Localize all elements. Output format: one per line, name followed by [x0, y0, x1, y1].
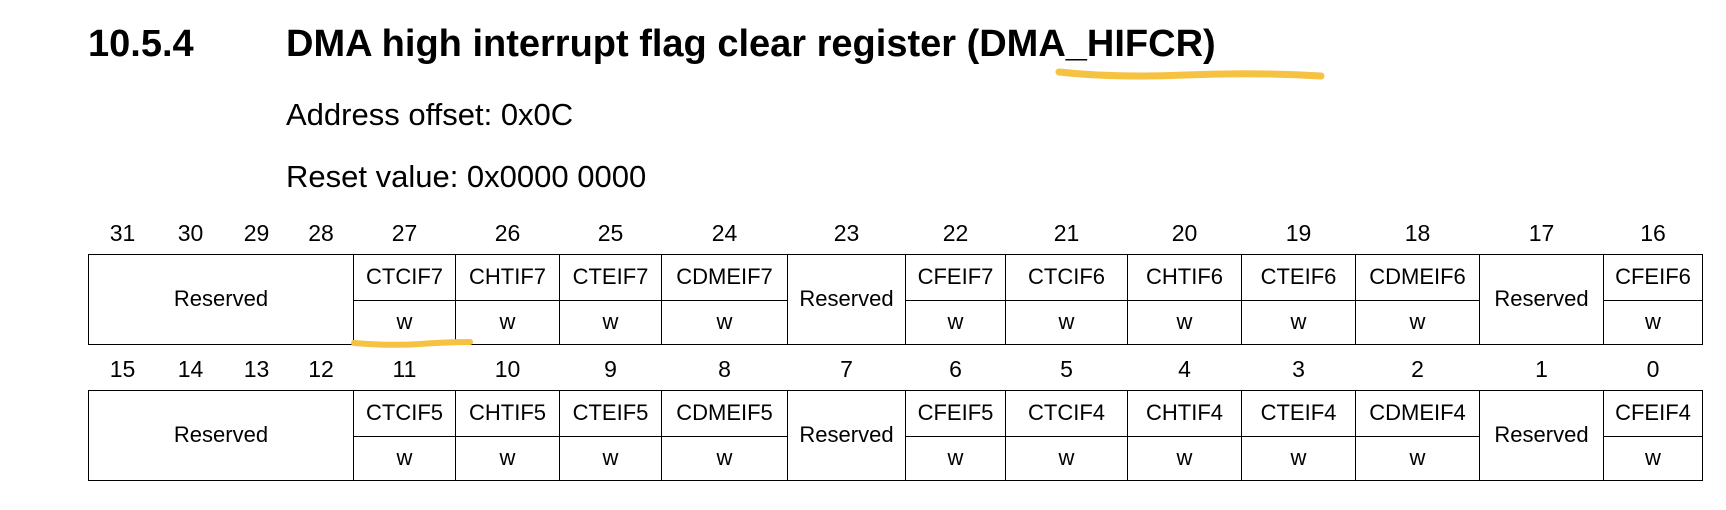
highlight-underline-ctcif7	[351, 339, 473, 348]
reserved-field: Reserved	[88, 253, 354, 345]
access-type: w	[1355, 435, 1480, 481]
bit-number: 26	[494, 220, 521, 247]
access-type: w	[1241, 435, 1356, 481]
field-name: CTEIF6	[1241, 253, 1356, 301]
access-type: w	[661, 299, 788, 345]
bit-number: 15	[109, 356, 136, 383]
bit-number: 16	[1640, 220, 1666, 247]
field-name: CTCIF7	[353, 253, 456, 301]
field-name: CTCIF5	[353, 389, 456, 437]
section-title: DMA high interrupt flag clear register (…	[286, 23, 1216, 65]
bit-number: 14	[177, 356, 204, 383]
field-name: CTEIF4	[1241, 389, 1356, 437]
reserved-field: Reserved	[787, 253, 906, 345]
highlight-underline-register-name	[1055, 68, 1325, 80]
field-name: CFEIF4	[1603, 389, 1703, 437]
bit-number: 21	[1053, 220, 1080, 247]
register-table-low: 15 14 13 12 11 10 9 8 7 6 5 4 3 2 1 0 Re…	[88, 350, 1703, 481]
access-type: w	[559, 435, 662, 481]
access-type: w	[1241, 299, 1356, 345]
bit-number: 7	[840, 356, 853, 383]
field-name: CHTIF5	[455, 389, 560, 437]
reserved-field: Reserved	[787, 389, 906, 481]
access-type: w	[1005, 299, 1128, 345]
access-type-row: w w w w w w w w w w	[89, 435, 1703, 481]
bit-number: 8	[718, 356, 731, 383]
field-name: CTCIF4	[1005, 389, 1128, 437]
access-type: w	[455, 299, 560, 345]
bit-number: 11	[392, 356, 417, 383]
bit-number: 31	[109, 220, 136, 247]
field-name: CHTIF4	[1127, 389, 1242, 437]
address-offset: Address offset: 0x0C	[286, 97, 574, 132]
access-type: w	[455, 435, 560, 481]
bit-number: 9	[604, 356, 617, 383]
bit-number: 3	[1292, 356, 1305, 383]
reset-value: Reset value: 0x0000 0000	[286, 159, 647, 194]
bit-number: 18	[1404, 220, 1431, 247]
bit-number: 2	[1411, 356, 1424, 383]
field-name: CHTIF7	[455, 253, 560, 301]
bit-number: 13	[243, 356, 270, 383]
bit-number: 6	[949, 356, 962, 383]
bit-number: 24	[711, 220, 738, 247]
access-type: w	[353, 299, 456, 345]
access-type: w	[559, 299, 662, 345]
bit-number: 30	[177, 220, 204, 247]
bit-number-row: 15 14 13 12 11 10 9 8 7 6 5 4 3 2 1 0	[89, 350, 1703, 390]
register-table-high: 31 30 29 28 27 26 25 24 23 22 21 20 19 1…	[88, 214, 1703, 345]
field-name: CDMEIF4	[1355, 389, 1480, 437]
bit-number: 12	[308, 356, 334, 383]
reserved-field: Reserved	[1479, 389, 1604, 481]
bit-number: 4	[1178, 356, 1191, 383]
access-type: w	[1127, 299, 1242, 345]
bit-number: 17	[1528, 220, 1555, 247]
access-type: w	[905, 435, 1006, 481]
bit-number: 10	[494, 356, 521, 383]
bit-number: 23	[833, 220, 860, 247]
field-name: CFEIF6	[1603, 253, 1703, 301]
field-name: CHTIF6	[1127, 253, 1242, 301]
field-name: CDMEIF5	[661, 389, 788, 437]
field-name-row: Reserved CTCIF7 CHTIF7 CTEIF7 CDMEIF7 Re…	[88, 253, 1703, 345]
bit-number: 20	[1171, 220, 1198, 247]
field-name: CFEIF7	[905, 253, 1006, 301]
bit-number: 0	[1646, 356, 1660, 383]
bit-number-row: 31 30 29 28 27 26 25 24 23 22 21 20 19 1…	[89, 214, 1703, 254]
bit-number: 1	[1535, 356, 1548, 383]
access-type: w	[1603, 435, 1703, 481]
access-type: w	[1603, 299, 1703, 345]
access-type: w	[661, 435, 788, 481]
bit-number: 22	[942, 220, 969, 247]
bit-number: 5	[1060, 356, 1073, 383]
bit-number: 27	[391, 220, 418, 247]
section-number: 10.5.4	[88, 23, 194, 65]
bit-number: 28	[308, 220, 334, 247]
access-type: w	[353, 435, 456, 481]
reserved-field: Reserved	[1479, 253, 1604, 345]
access-type: w	[905, 299, 1006, 345]
access-type: w	[1355, 299, 1480, 345]
bit-number: 25	[597, 220, 624, 247]
access-type: w	[1127, 435, 1242, 481]
bit-number: 29	[243, 220, 270, 247]
reserved-field: Reserved	[88, 389, 354, 481]
access-type-row: w w w w w w w w w w	[89, 299, 1703, 345]
field-name: CFEIF5	[905, 389, 1006, 437]
bit-number: 19	[1285, 220, 1312, 247]
field-name: CTEIF5	[559, 389, 662, 437]
field-name: CTCIF6	[1005, 253, 1128, 301]
access-type: w	[1005, 435, 1128, 481]
field-name-row: Reserved CTCIF5 CHTIF5 CTEIF5 CDMEIF5 Re…	[88, 389, 1703, 481]
field-name: CDMEIF6	[1355, 253, 1480, 301]
field-name: CTEIF7	[559, 253, 662, 301]
field-name: CDMEIF7	[661, 253, 788, 301]
